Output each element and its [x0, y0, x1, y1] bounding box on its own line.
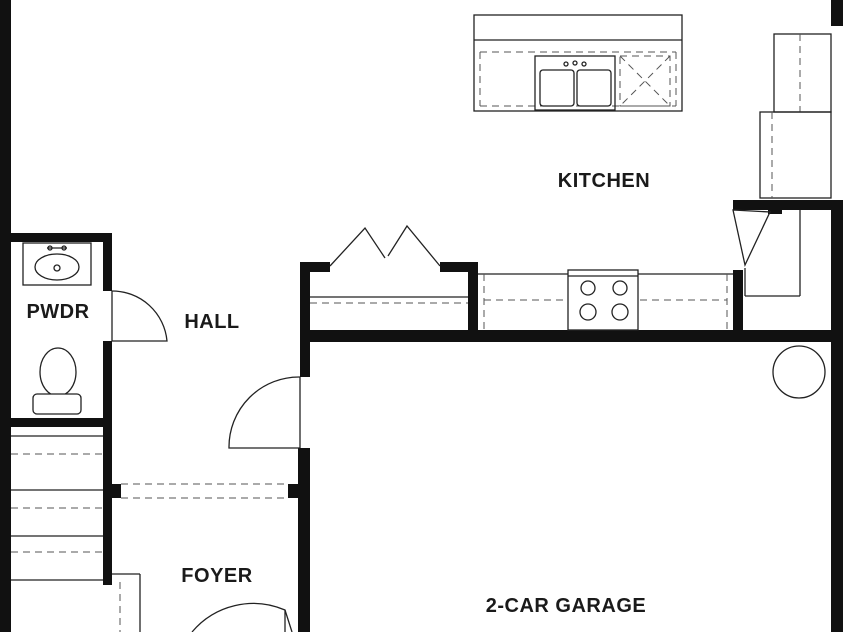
room-labels: KITCHEN PWDR HALL FOYER 2-CAR GARAGE	[26, 170, 650, 617]
powder-top-wall	[0, 233, 112, 242]
kitchen-side-door	[732, 209, 801, 297]
foyer-wall-stub	[288, 484, 308, 498]
powder-label: PWDR	[26, 301, 89, 323]
garage-label: 2-CAR GARAGE	[486, 595, 646, 617]
front-door	[191, 602, 293, 632]
right-exterior-wall	[831, 200, 843, 632]
powder-bottom-wall	[0, 418, 112, 427]
pantry	[310, 224, 468, 304]
left-exterior-wall	[0, 0, 11, 632]
pantry-right-wall	[468, 262, 478, 342]
double-sink	[534, 55, 616, 111]
foyer-label: FOYER	[181, 565, 252, 587]
foyer-opening	[121, 483, 288, 499]
door-jamb	[768, 200, 782, 214]
stairs	[11, 435, 141, 632]
powder-right-wall-upper	[103, 233, 112, 291]
hall-wall-lower	[298, 448, 310, 632]
powder-fixtures	[22, 242, 168, 415]
range	[567, 269, 639, 331]
hall-wall-upper	[300, 262, 310, 377]
kitchen-right-wall	[733, 200, 843, 210]
kitchen-island	[473, 14, 683, 112]
dishwasher	[619, 55, 671, 107]
right-exterior-wall-upper	[831, 0, 843, 26]
garage-top-wall	[300, 330, 843, 342]
powder-right-wall-lower	[103, 341, 112, 425]
kitchen-label: KITCHEN	[558, 170, 650, 192]
refrigerator	[759, 33, 832, 199]
water-heater	[772, 345, 826, 399]
toilet	[32, 347, 82, 415]
garage-entry-door	[228, 376, 301, 449]
stair-wall	[103, 425, 112, 585]
pantry-right-stub	[440, 262, 478, 272]
kitchen-right-post	[733, 270, 743, 342]
vanity-sink	[22, 242, 92, 286]
kitchen-counter	[478, 269, 733, 331]
pantry-left-stub	[300, 262, 330, 272]
stair-wall-end	[103, 484, 121, 498]
hall-label: HALL	[184, 311, 239, 333]
